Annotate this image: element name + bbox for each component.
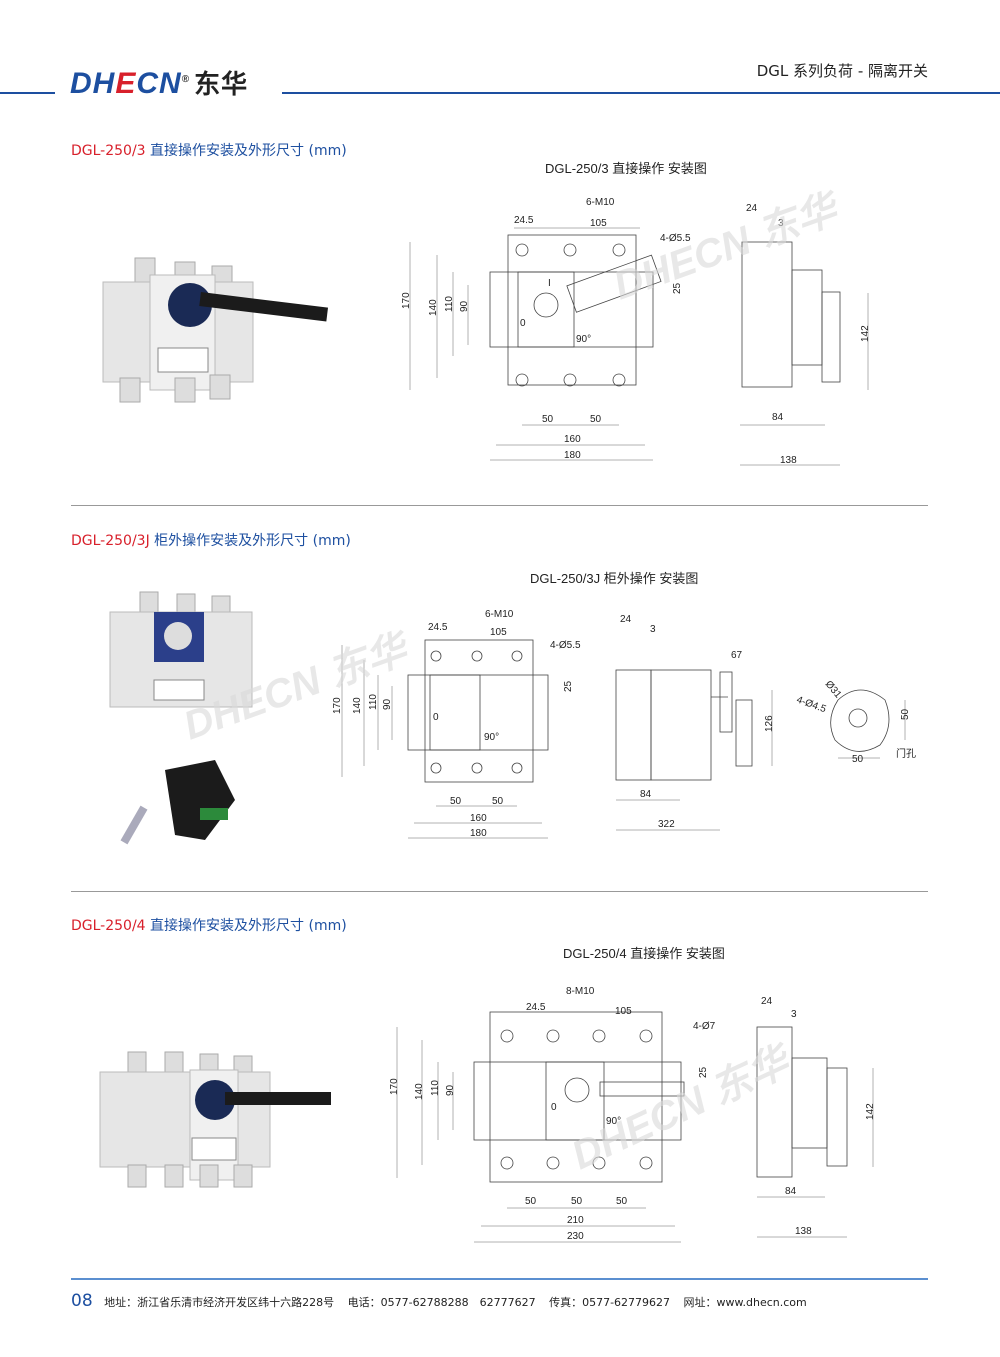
dimension-label: 0 [433, 712, 439, 723]
dimension-label: 90° [576, 334, 591, 345]
product-photo-dgl-250-3 [102, 257, 329, 403]
dimension-label: 140 [352, 697, 363, 714]
side-view-drawing-3: 24 3 142 84 138 DHECN 东华 [565, 996, 876, 1238]
footer-fax: 传真：0577-62779627 [549, 1296, 671, 1309]
dimension-label: 126 [764, 715, 775, 732]
dimension-label: 门孔 [896, 747, 916, 760]
dimension-label: DGL-250/3J 柜外操作 安装图 [530, 571, 698, 586]
dimension-label: 50 [616, 1196, 628, 1207]
dimension-label: 24 [746, 203, 758, 214]
dimension-label: 0 [520, 318, 526, 329]
dimension-label: 180 [564, 450, 581, 461]
dimension-label: 24 [761, 996, 773, 1007]
dimension-label: 90 [382, 698, 393, 710]
dimension-label: 24.5 [514, 215, 534, 226]
watermark: DHECN 东华 [608, 186, 847, 309]
dimension-label: 142 [860, 325, 871, 342]
dimension-label: 90 [459, 300, 470, 312]
dimension-label: 6-M10 [485, 609, 514, 620]
header-rule-right [282, 92, 1000, 94]
series-title: DGL 系列负荷 - 隔离开关 [756, 62, 928, 80]
dimension-label: 110 [444, 296, 455, 312]
dimension-label: 50 [571, 1196, 583, 1207]
front-view-drawing-3: DGL-250/4 直接操作 安装图 170 140 110 90 8-M10 … [389, 946, 725, 1243]
dimension-label: 3 [650, 624, 656, 635]
dimension-label: 4-Ø7 [693, 1021, 716, 1032]
dimension-label: I [548, 278, 551, 289]
product-photo-dgl-250-4 [99, 1051, 331, 1188]
front-view-drawing-2: DGL-250/3J 柜外操作 安装图 170 140 110 90 6-M10… [178, 571, 698, 839]
dimension-label: 24.5 [428, 622, 448, 633]
section-title-1: DGL-250/3 直接操作安装及外形尺寸 (mm) [71, 143, 347, 159]
dimension-label: 25 [698, 1066, 709, 1078]
side-view-drawing-2: 24 3 67 126 84 322 [615, 614, 775, 831]
dimension-label: 84 [772, 412, 784, 423]
front-view-drawing-1: DGL-250/3 直接操作 安装图 170 140 110 90 6-M10 … [401, 161, 707, 461]
dimension-label: 4-Ø5.5 [660, 233, 691, 244]
dimension-label: 170 [332, 697, 343, 714]
dimension-label: 90° [484, 732, 499, 743]
brand-logo: DHECN®东华 [70, 67, 249, 100]
dimension-label: 4-Ø5.5 [550, 640, 581, 651]
dimension-label: 8-M10 [566, 986, 595, 997]
dimension-label: 24 [620, 614, 632, 625]
dimension-label: 50 [852, 754, 864, 765]
dimension-label: DGL-250/3 直接操作 安装图 [545, 161, 707, 176]
dimension-label: 3 [778, 218, 784, 229]
dimension-label: 50 [542, 414, 554, 425]
dimension-label: 67 [731, 650, 743, 661]
dimension-label: 160 [564, 434, 581, 445]
dimension-label: 230 [567, 1231, 584, 1242]
dimension-label: 84 [640, 789, 652, 800]
dimension-label: 140 [428, 299, 439, 316]
section-title-3: DGL-250/4 直接操作安装及外形尺寸 (mm) [71, 918, 347, 934]
dimension-label: 6-M10 [586, 197, 615, 208]
dimension-label: 110 [368, 694, 379, 710]
divider [71, 891, 928, 892]
dimension-label: 170 [401, 292, 412, 309]
dimension-label: 50 [590, 414, 602, 425]
page-number: 08 [71, 1291, 93, 1311]
door-cutout-drawing: Ø31 4-Ø4.5 50 50 门孔 [795, 679, 916, 765]
footer-website[interactable]: 网址：www.dhecn.com [683, 1296, 807, 1309]
dimension-label: 24.5 [526, 1002, 546, 1013]
dimension-label: 110 [430, 1080, 441, 1096]
side-view-drawing-1: 24 3 142 84 138 DHECN 东华 [608, 186, 871, 466]
dimension-label: 50 [525, 1196, 537, 1207]
dimension-label: 3 [791, 1009, 797, 1020]
footer-address: 地址：浙江省乐清市经济开发区纬十六路228号 [104, 1296, 335, 1309]
dimension-label: 50 [900, 708, 911, 720]
dimension-label: 170 [389, 1078, 400, 1095]
dimension-label: 138 [795, 1226, 812, 1237]
dimension-label: 90 [445, 1084, 456, 1096]
divider [71, 505, 928, 506]
dimension-label: 105 [490, 627, 507, 638]
dimension-label: 210 [567, 1215, 584, 1226]
dimension-label: 4-Ø4.5 [795, 694, 828, 715]
dimension-label: 322 [658, 819, 675, 830]
section-title-2: DGL-250/3J 柜外操作安装及外形尺寸 (mm) [71, 533, 351, 549]
dimension-label: 160 [470, 813, 487, 824]
dimension-label: DGL-250/4 直接操作 安装图 [563, 946, 725, 961]
dimension-label: 0 [551, 1102, 557, 1113]
dimension-label: 50 [450, 796, 462, 807]
dimension-label: 84 [785, 1186, 797, 1197]
dimension-label: 180 [470, 828, 487, 839]
dimension-label: 25 [563, 680, 574, 692]
footer-phone: 电话：0577-62788288 62777627 [347, 1296, 536, 1309]
product-photo-dgl-250-3j [109, 591, 253, 845]
dimension-label: 25 [672, 282, 683, 294]
header-rule-left [0, 92, 55, 94]
footer-rule [71, 1278, 928, 1280]
watermark: DHECN 东华 [565, 1038, 800, 1179]
dimension-label: 142 [865, 1103, 876, 1120]
dimension-label: 105 [590, 218, 607, 229]
footer: 08 地址：浙江省乐清市经济开发区纬十六路228号 电话：0577-627882… [71, 1291, 817, 1311]
dimension-label: 105 [615, 1006, 632, 1017]
dimension-label: 90° [606, 1116, 621, 1127]
dimension-label: 138 [780, 455, 797, 466]
dimension-label: 140 [414, 1083, 425, 1100]
dimension-label: 50 [492, 796, 504, 807]
